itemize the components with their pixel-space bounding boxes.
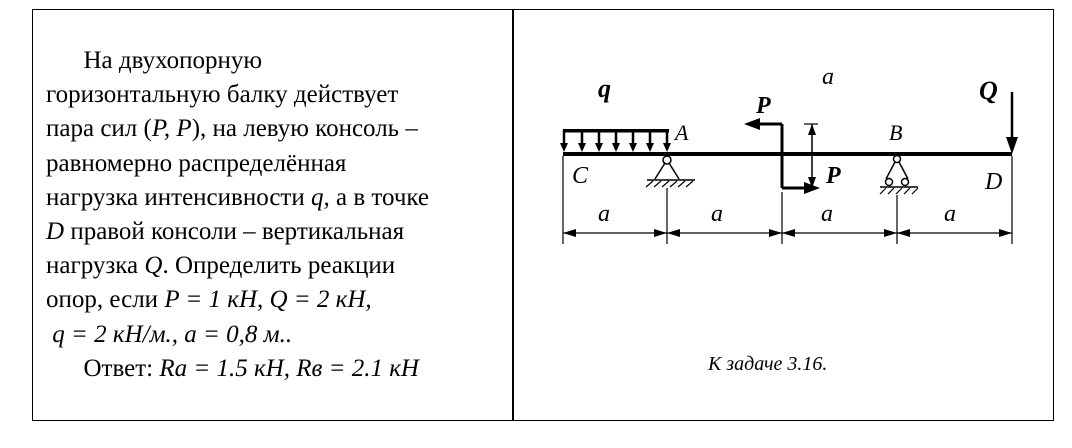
- problem-line-5-q: q,: [310, 183, 330, 211]
- beam-diagram: q A C P P a B Q D a a a a К задаче 3.16.: [560, 64, 1018, 375]
- problem-line-10-a: Ответ:: [83, 354, 160, 382]
- label-P-top: P: [755, 93, 771, 119]
- problem-line-1: На двухопорную: [46, 44, 508, 78]
- problem-line-9: q = 2 кН/м., a = 0,8 м..: [46, 318, 508, 352]
- support-A: [645, 155, 695, 188]
- problem-line-5: нагрузка интенсивности q, а в точке: [46, 181, 508, 215]
- problem-line-1-text: На двухопорную: [83, 47, 263, 74]
- problem-line-6: D правой консоли – вертикальная: [46, 215, 508, 249]
- problem-line-8: опор, если P = 1 кН, Q = 2 кН,: [46, 283, 508, 317]
- problem-line-3: пара сил (P, P), на левую консоль –: [46, 112, 508, 146]
- label-q: q: [598, 74, 611, 103]
- label-P-bottom: P: [825, 163, 841, 189]
- problem-line-6-D: D: [46, 218, 65, 246]
- problem-line-7-c: . Определить реакции: [162, 252, 396, 280]
- problem-text: На двухопорную горизонтальную балку дейс…: [46, 44, 508, 386]
- problem-answer: Ra = 1.5 кН, Rв = 2.1 кН: [159, 354, 419, 382]
- label-A: A: [673, 120, 689, 145]
- column-divider: [512, 9, 514, 421]
- force-Q: [1006, 92, 1018, 154]
- label-D: D: [984, 169, 1002, 195]
- distributed-load: [560, 129, 671, 152]
- problem-line-5-c: а в точке: [329, 183, 430, 211]
- problem-line-8-values: P = 1 кН, Q = 2 кН,: [164, 286, 372, 314]
- problem-line-7-a: нагрузка: [46, 252, 145, 280]
- outer-frame: [32, 9, 1054, 421]
- problem-line-4: равномерно распределённая: [46, 149, 347, 177]
- label-a-arm: a: [822, 64, 834, 90]
- problem-line-3-a: пара сил (: [46, 115, 152, 143]
- arm-dimension: [804, 123, 818, 189]
- problem-line-5-a: нагрузка интенсивности: [46, 183, 311, 211]
- problem-line-3-forces: P, P: [151, 115, 192, 143]
- figure-caption: К задаче 3.16.: [707, 353, 827, 375]
- label-Q: Q: [979, 76, 998, 105]
- problem-line-6-b: правой консоли – вертикальная: [64, 218, 405, 246]
- problem-line-2: горизонтальную балку действует: [46, 81, 399, 109]
- problem-line-8-a: опор, если: [46, 286, 165, 314]
- label-B: B: [889, 120, 902, 145]
- extension-lines: [562, 156, 1013, 244]
- label-C: C: [572, 163, 589, 189]
- problem-line-3-c: ), на левую консоль –: [191, 115, 418, 143]
- dim-label-2: a: [711, 201, 723, 227]
- problem-line-7-Q: Q: [144, 252, 163, 280]
- support-B: [879, 154, 919, 195]
- dim-label-1: a: [598, 201, 610, 227]
- problem-line-7: нагрузка Q. Определить реакции: [46, 249, 508, 283]
- dimension-line: [563, 229, 1012, 237]
- problem-line-9-text: q = 2 кН/м., a = 0,8 м..: [52, 320, 293, 348]
- dim-label-3: a: [821, 201, 833, 227]
- dim-label-4: a: [944, 201, 956, 227]
- problem-line-10: Ответ: Ra = 1.5 кН, Rв = 2.1 кН: [46, 352, 508, 386]
